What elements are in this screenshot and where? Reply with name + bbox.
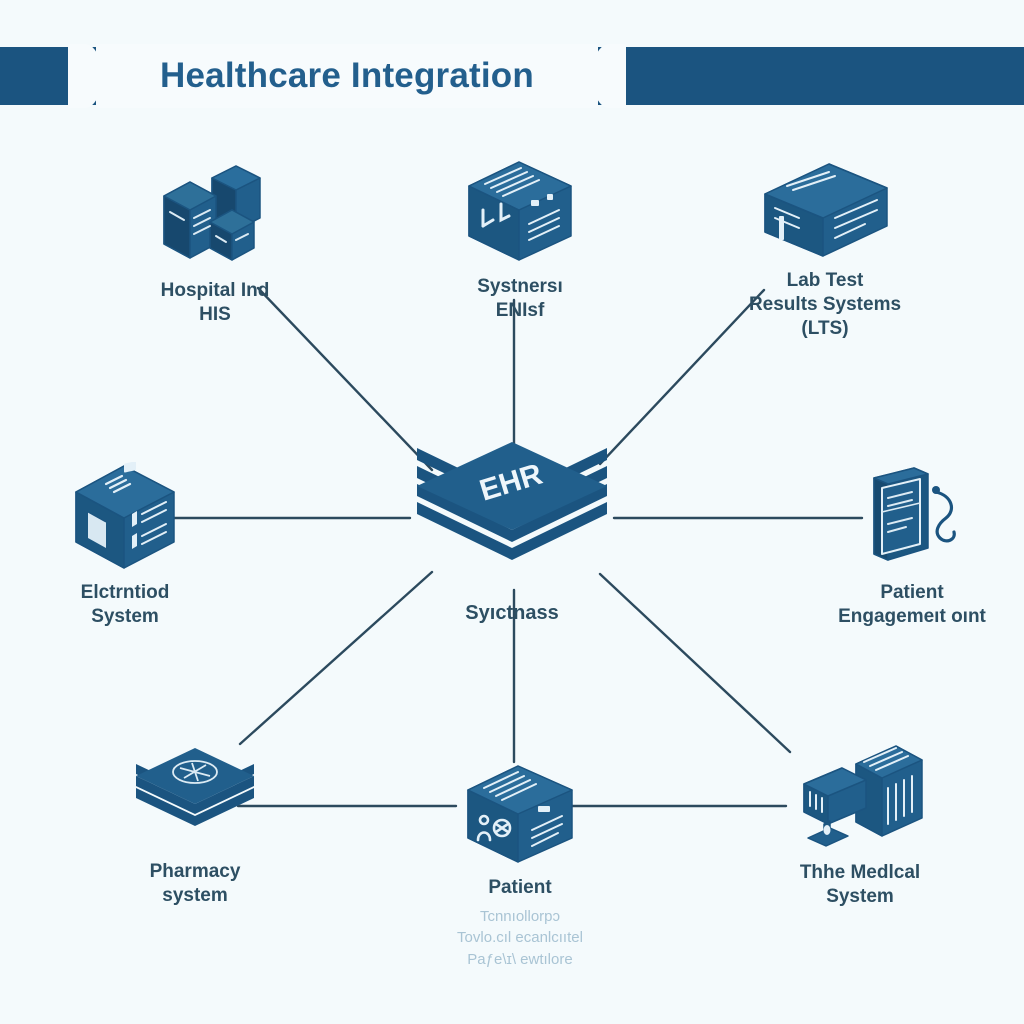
- workstation-tower-icon: [803, 745, 923, 847]
- server-box-icon: [467, 765, 573, 863]
- node-patient-label: Patient: [488, 876, 551, 900]
- node-patient-sublabel: Tcnnıollorpɔ Tovlo.cıl ecanlcııtel Paƒe\…: [457, 906, 583, 970]
- link-lts-hub: [598, 288, 766, 466]
- stacked-layers-icon: [136, 748, 254, 826]
- hospital-buildings-icon: [163, 165, 261, 261]
- node-pharmacy[interactable]: Pharmacy system: [90, 746, 300, 908]
- stacked-layers-icon: EHR: [417, 442, 607, 560]
- document-cube-icon: [75, 462, 175, 569]
- node-emr-label: Systnersı ENIsf: [477, 275, 563, 323]
- node-ehr-hub[interactable]: EHR Syıctnass: [407, 440, 617, 625]
- node-electronic-label: Elctrntiod System: [81, 581, 170, 629]
- node-his[interactable]: Hospital Ind HIS: [95, 160, 335, 327]
- link-pharmacy-hub: [238, 570, 434, 746]
- node-engagement-line-1: Patient: [880, 582, 944, 603]
- node-pharmacy-line-1: Pharmacy: [149, 861, 241, 882]
- node-medical[interactable]: Thhe Medlcal System: [720, 742, 1000, 909]
- node-engagement-label: Patient Engagemeıt oınt: [838, 581, 986, 629]
- node-patient-line-1: Patient: [488, 877, 552, 898]
- node-emr-line-1: Systnersı: [477, 276, 563, 297]
- node-engagement-line-2: Engagemeıt oınt: [838, 605, 986, 627]
- tablet-device-icon: [873, 467, 956, 561]
- node-patient-sub-line-2: Tovlo.cıl ecanlcııtel: [457, 929, 583, 947]
- node-emr-line-2: ENIsf: [495, 299, 545, 321]
- banner-notch-right: [592, 44, 626, 108]
- node-lts[interactable]: Lab Test Results Systems (LTS): [680, 160, 970, 341]
- node-his-label: Hospital Ind HIS: [161, 279, 270, 327]
- node-electronic-line-1: Elctrntiod: [80, 582, 170, 603]
- node-engagement[interactable]: Patient Engagemeıt oınt: [800, 462, 1024, 629]
- node-lts-line-3: (LTS): [801, 317, 849, 339]
- node-lts-label: Lab Test Results Systems (LTS): [749, 269, 901, 341]
- node-medical-label: Thhe Medlcal System: [800, 861, 920, 909]
- node-medical-line-2: System: [826, 885, 894, 907]
- banner-notch-left: [68, 44, 102, 108]
- link-his-hub: [256, 286, 434, 472]
- node-electronic[interactable]: Elctrntiod System: [0, 462, 250, 629]
- node-emr[interactable]: Systnersı ENIsf: [400, 158, 640, 323]
- node-pharmacy-line-2: system: [162, 884, 228, 906]
- node-medical-line-1: Thhe Medlcal: [799, 862, 921, 883]
- node-electronic-line-2: System: [91, 605, 159, 627]
- lab-analyzer-icon: [764, 163, 888, 257]
- node-lts-line-2: Results Systems: [748, 293, 902, 315]
- server-cabinet-icon: [468, 161, 572, 261]
- node-his-line-2: HIS: [199, 303, 231, 325]
- node-lts-line-1: Lab Test: [786, 270, 864, 291]
- title-banner: Healthcare Integration: [0, 44, 1024, 108]
- page-title: Healthcare Integration: [160, 56, 534, 95]
- node-patient[interactable]: Patient Tcnnıollorpɔ Tovlo.cıl ecanlcııt…: [400, 762, 640, 970]
- node-pharmacy-label: Pharmacy system: [150, 860, 241, 908]
- link-medical-hub: [598, 572, 792, 754]
- node-his-line-1: Hospital Ind: [160, 280, 270, 301]
- node-patient-sub-line-1: Tcnnıollorpɔ: [479, 907, 561, 925]
- node-patient-sub-line-3: Paƒe\ɪ\ ewtılore: [467, 950, 573, 968]
- hub-label: Syıctnass: [465, 602, 559, 624]
- banner-plate: Healthcare Integration: [96, 44, 598, 108]
